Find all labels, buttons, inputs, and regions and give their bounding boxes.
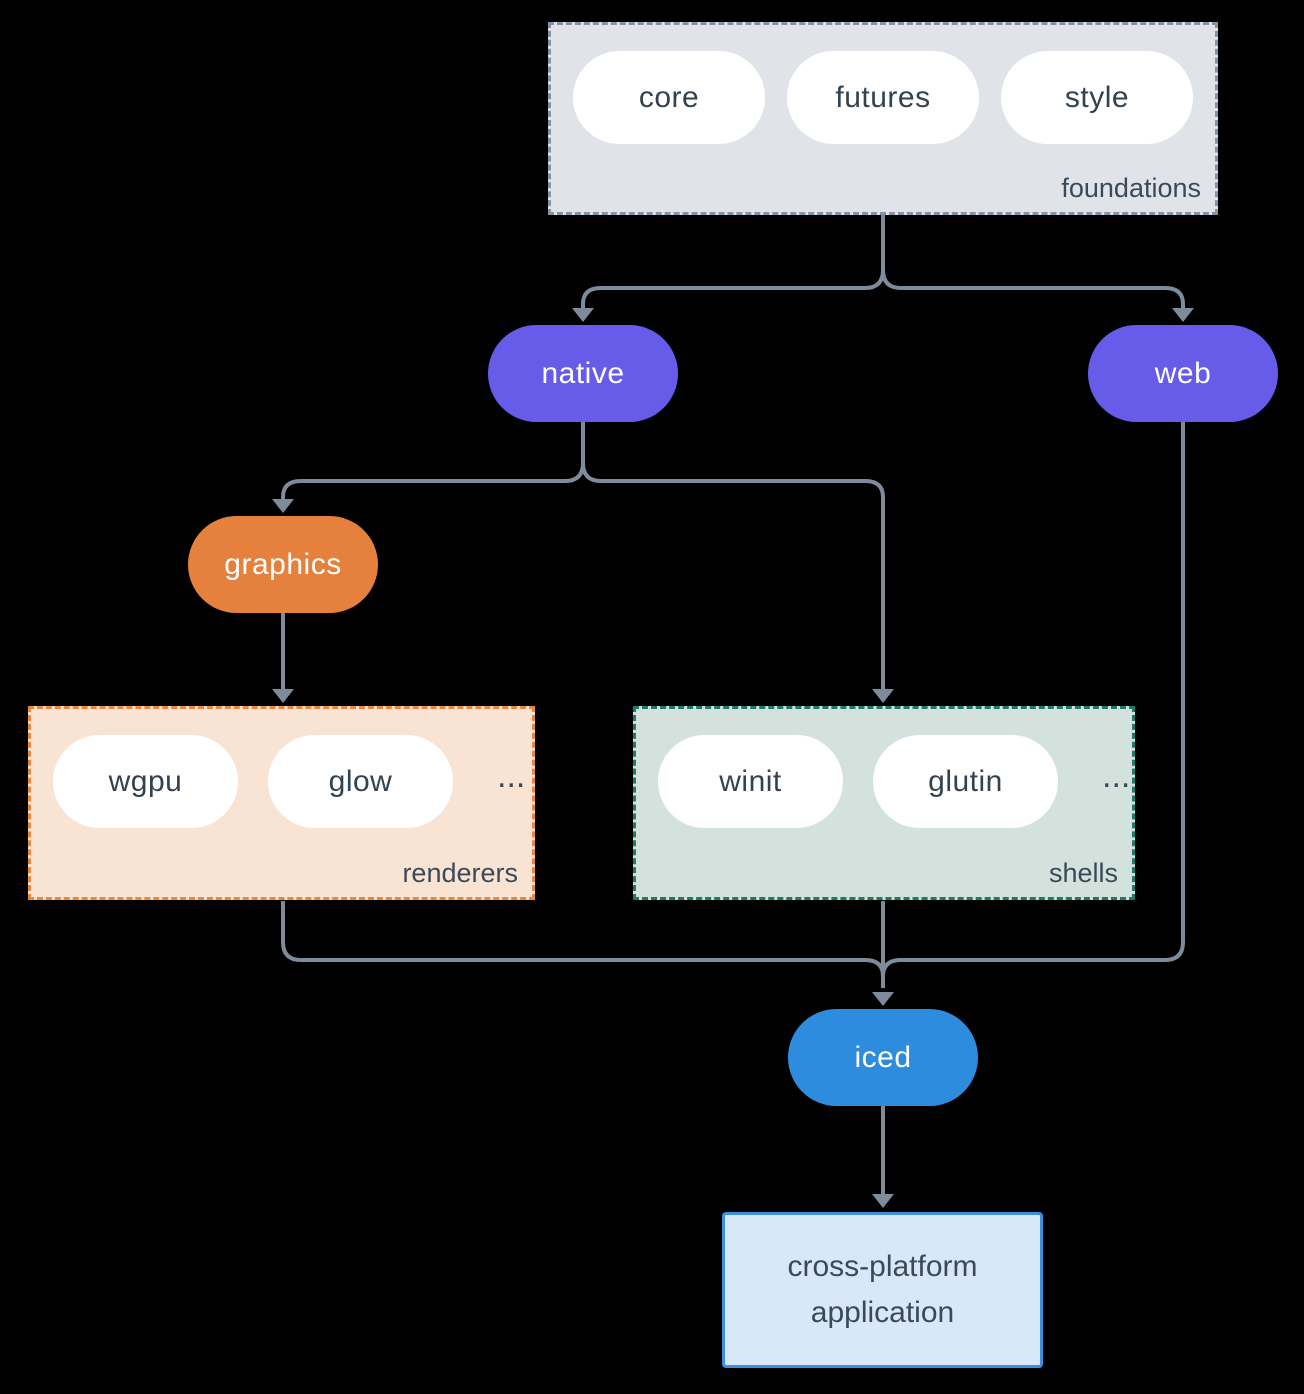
node-futures: futures (787, 51, 979, 144)
arrowhead-web (1172, 308, 1194, 322)
edge-foundations-native (581, 215, 885, 308)
application-label-line1: cross-platform (787, 1249, 978, 1283)
node-glutin: glutin (873, 735, 1058, 828)
arrowhead-shells (872, 689, 894, 703)
renderers-pill-row: wgpu glow ... (31, 709, 532, 828)
node-native: native (488, 325, 678, 422)
renderers-group: wgpu glow ... renderers (28, 706, 535, 900)
renderers-group-label: renderers (402, 858, 518, 888)
foundations-group: core futures style foundations (548, 22, 1218, 215)
shells-group: winit glutin ... shells (633, 706, 1135, 900)
node-iced: iced (788, 1009, 978, 1106)
edge-web-iced (881, 422, 1185, 988)
shells-ellipsis: ... (1102, 757, 1131, 795)
node-glow: glow (268, 735, 453, 828)
node-style: style (1001, 51, 1193, 144)
edge-renderers-iced (281, 901, 885, 988)
arrowhead-native (572, 308, 594, 322)
arrowhead-graphics (272, 499, 294, 513)
renderers-ellipsis: ... (497, 757, 526, 795)
node-wgpu: wgpu (53, 735, 238, 828)
cross-platform-application-box: cross-platform application (722, 1212, 1043, 1368)
edge-foundations-web (881, 215, 1185, 308)
foundations-group-label: foundations (1061, 173, 1201, 203)
node-core: core (573, 51, 765, 144)
foundations-pill-row: core futures style (551, 25, 1215, 144)
arrowhead-application (872, 1194, 894, 1208)
shells-group-label: shells (1048, 858, 1118, 888)
arrowhead-iced (872, 992, 894, 1006)
shells-pill-row: winit glutin ... (636, 709, 1132, 828)
node-web: web (1088, 325, 1278, 422)
node-winit: winit (658, 735, 843, 828)
edge-native-graphics (281, 422, 585, 499)
edge-native-shells (581, 422, 885, 689)
node-graphics: graphics (188, 516, 378, 613)
arrowhead-renderers (272, 689, 294, 703)
application-label-line2: application (810, 1296, 955, 1329)
